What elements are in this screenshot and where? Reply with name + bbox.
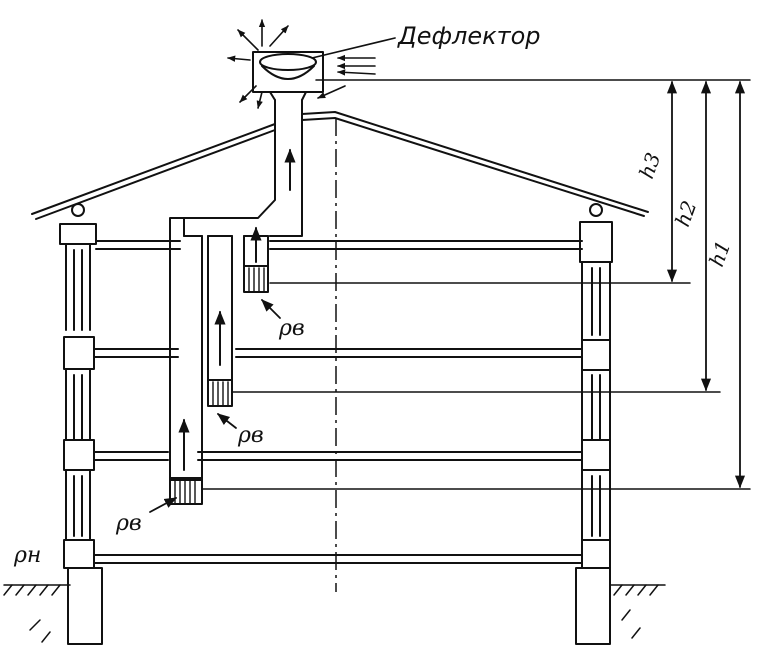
rho-v-top-label: ρв [278,316,305,341]
dimension-arrows [666,80,746,489]
pressure-pointers [149,299,281,513]
flow-arrows [178,148,296,471]
height-reference-lines [201,79,751,490]
rho-n-label: ρн [13,543,41,568]
ground [3,584,666,643]
roof [31,111,649,220]
rho-v-middle-label: ρв [237,423,264,448]
grille-hatching [174,267,265,504]
floors [93,240,583,564]
ventilation-ducts [169,99,303,505]
deflector [252,51,324,101]
h2-label: h2 [670,197,701,229]
rho-v-bottom-label: ρв [115,511,142,536]
right-wall [575,221,613,645]
deflector-label: Дефлектор [397,22,541,50]
h1-label: h1 [704,237,735,269]
deflector-leader [311,37,396,59]
left-wall [59,223,103,645]
h3-label: h3 [634,149,665,181]
deflector-wind-arrows [227,19,376,109]
